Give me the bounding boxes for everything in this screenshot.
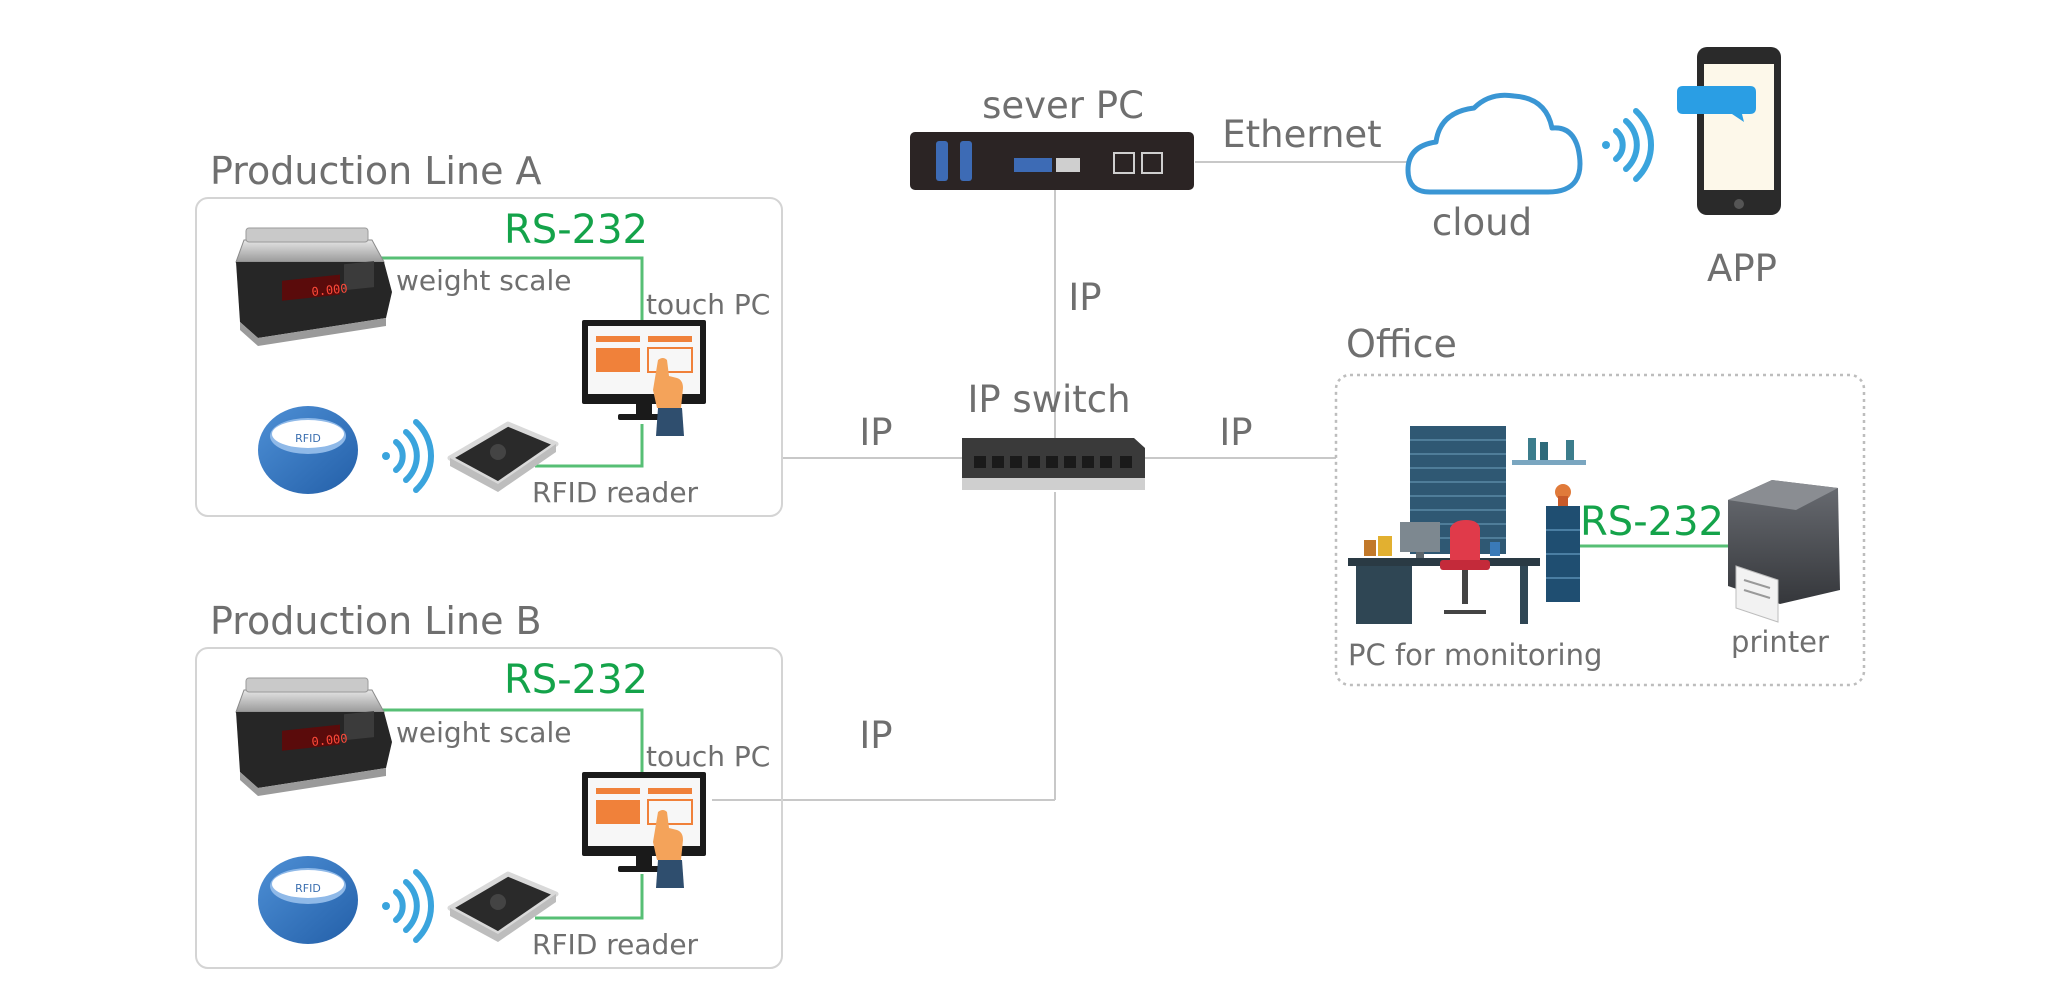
line-b-scale-label: weight scale [396,716,571,749]
line-a-rfid-label: RFID reader [532,476,699,509]
wireless-waves-icon [382,422,431,490]
line-a-rs232-label: RS-232 [504,207,648,253]
line-a-touch-pc-label: touch PC [646,288,770,321]
wall-shelf [1512,460,1586,465]
ip-label-line-b: IP [859,714,892,757]
server-port-icon [936,141,948,181]
lan-port-icon [1113,152,1135,174]
usb-port-icon [1056,158,1080,172]
lan-port-icon [1141,152,1163,174]
switch-ports [974,456,1132,468]
monitor-icon [1400,522,1440,552]
app-phone: APP [1677,47,1781,290]
line-a-scale-label: weight scale [396,264,571,297]
wireless-waves-icon [1602,111,1651,179]
app-label: APP [1707,247,1777,290]
cloud-label: cloud [1432,201,1532,244]
label-printer-icon [1728,480,1840,623]
touch-pc-icon [581,771,707,889]
line-a-frame [195,197,783,517]
touch-pc-icon [581,319,707,437]
production-line-b: Production Line B RS-232 0.000 weight sc… [195,599,783,969]
scale-display: 0.000 [311,731,348,749]
rfid-wristband-icon [258,406,358,494]
vga-port-icon [1014,158,1052,172]
ethernet-label: Ethernet [1222,113,1381,156]
line-a-rs232-scale-link [372,256,644,322]
scale-display: 0.000 [311,281,348,299]
office-chair-icon [1450,520,1480,560]
line-b-rs232-reader-link [535,874,644,920]
cloud: cloud [1405,92,1583,244]
wristband-text: RFID [295,882,321,895]
rfid-wristband-icon [258,856,358,944]
wireless-waves-icon [382,872,431,940]
line-b-title: Production Line B [210,599,542,643]
server-port-icon [960,141,972,181]
chat-bubble-icon [1677,86,1756,122]
line-b-frame [195,647,783,969]
line-b-touch-pc-label: touch PC [646,740,770,773]
office: Office [1334,322,1866,687]
line-b-rfid-label: RFID reader [532,928,699,961]
office-rs232-label: RS-232 [1580,499,1724,545]
ip-switch: IP switch [962,378,1145,490]
network-connections [712,161,1415,801]
line-a-title: Production Line A [210,149,542,193]
line-b-rs232-label: RS-232 [504,657,648,703]
wristband-text: RFID [295,432,321,445]
office-title: Office [1346,322,1457,366]
office-pc-label: PC for monitoring [1348,638,1602,672]
office-printer-label: printer [1731,625,1829,659]
cloud-icon [1405,92,1583,195]
line-a-rs232-reader-link [535,424,644,468]
ip-switch-label: IP switch [967,378,1130,421]
line-b-rs232-scale-link [372,708,644,772]
ip-label-server: IP [1068,276,1101,319]
office-desk-scene [1348,426,1586,624]
production-line-a: Production Line A RS-232 0.000 weight sc… [195,149,783,517]
server-pc: sever PC [910,84,1194,190]
ip-label-office: IP [1219,411,1252,454]
server-pc-title: sever PC [982,84,1144,127]
ip-label-line-a: IP [859,411,892,454]
